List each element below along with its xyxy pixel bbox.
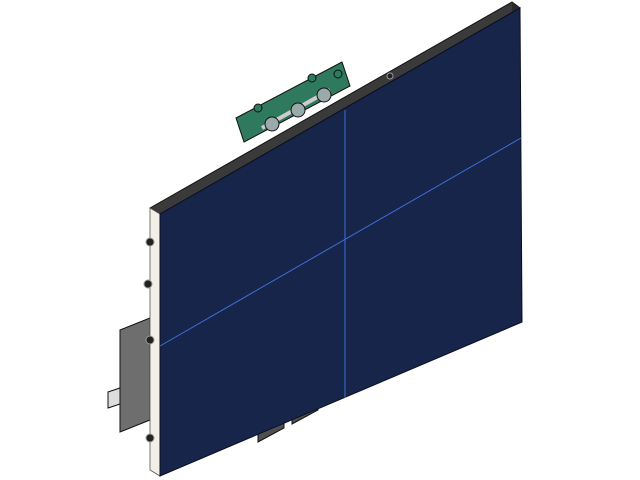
side-bracket — [107, 317, 151, 433]
bolt-icon — [307, 73, 317, 83]
bolt-icon — [264, 116, 280, 132]
mount-bracket — [235, 61, 351, 143]
side-screws — [143, 72, 394, 443]
bolt-icon — [316, 87, 332, 103]
bolt-icon — [253, 103, 263, 113]
bolt-icon — [333, 69, 343, 79]
panel-grid-line-horizontal — [159, 137, 522, 347]
bolt-icon — [290, 102, 306, 118]
